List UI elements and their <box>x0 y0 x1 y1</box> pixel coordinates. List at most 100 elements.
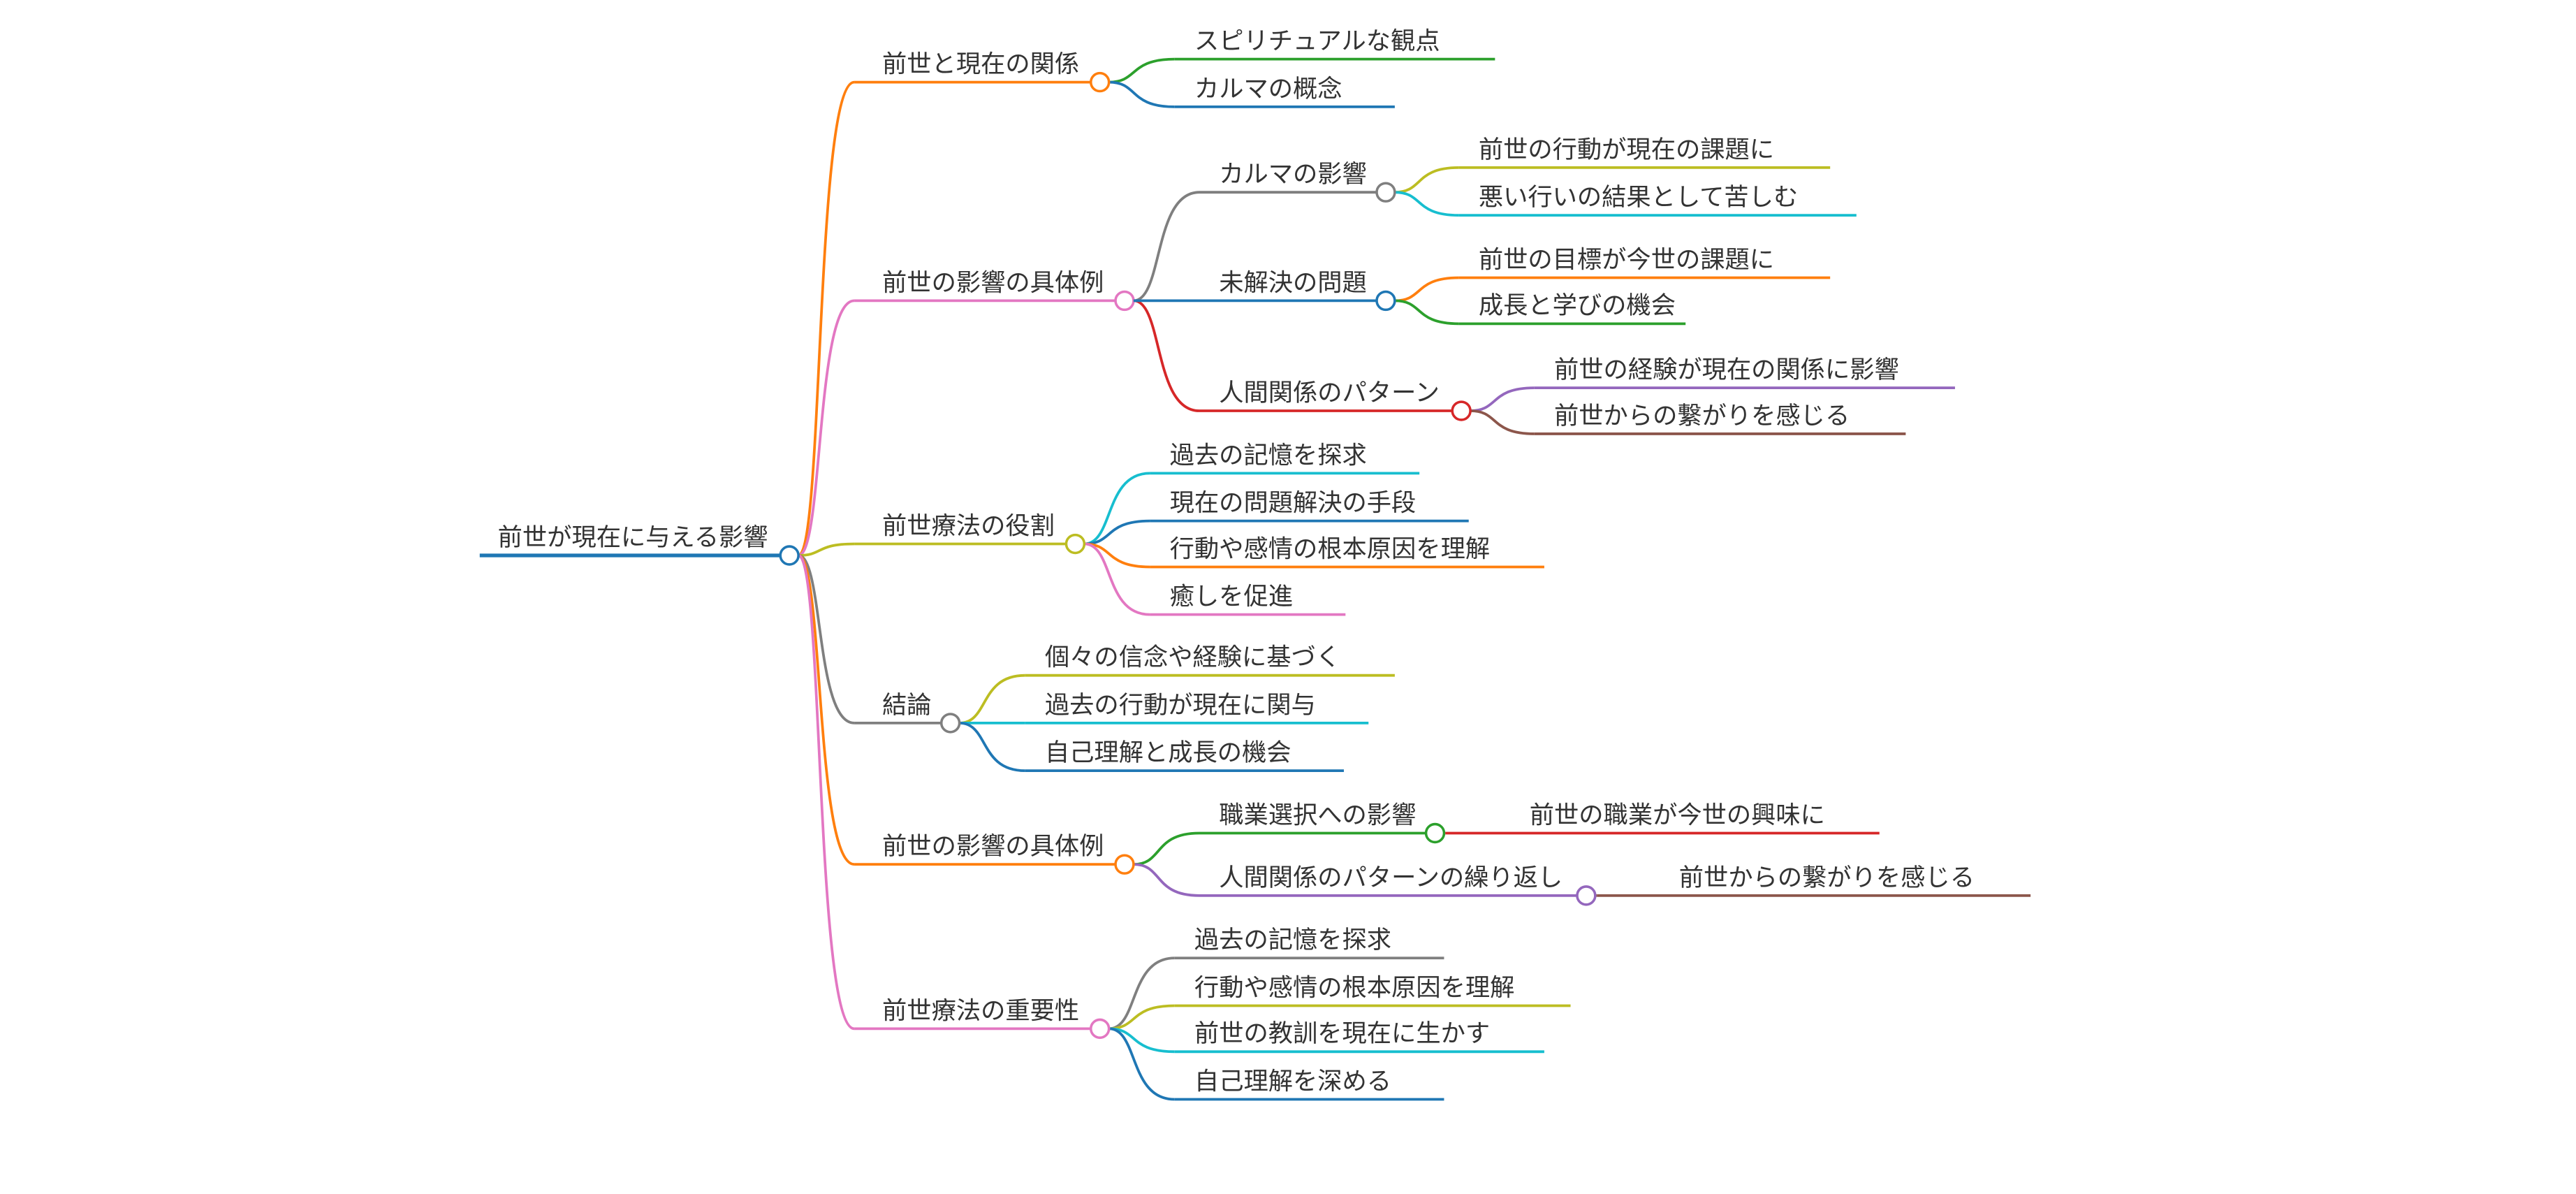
mindmap-node[interactable]: 人間関係のパターン <box>1199 379 1472 421</box>
mindmap-node[interactable]: 前世からの繋がりを感じる <box>1534 402 1906 435</box>
mindmap-node[interactable]: カルマの概念 <box>1174 75 1395 108</box>
connector-line <box>959 722 1025 772</box>
node-label: 前世療法の役割 <box>882 511 1055 540</box>
mindmap-node[interactable]: 前世の目標が今世の課題に <box>1458 245 1831 279</box>
node-label: 未解決の問題 <box>1219 268 1367 297</box>
node-label: 前世と現在の関係 <box>882 50 1079 78</box>
mindmap-node[interactable]: 結論 <box>854 691 961 734</box>
mindmap-node[interactable]: 前世の職業が今世の興味に <box>1445 801 1880 835</box>
node-label: 前世の行動が現在の課題に <box>1479 136 1774 164</box>
collapse-toggle-icon[interactable] <box>1089 71 1111 93</box>
node-label: 職業選択への影響 <box>1219 801 1416 829</box>
node-label: 自己理解を深める <box>1194 1067 1391 1095</box>
collapse-toggle-icon[interactable] <box>1114 854 1135 875</box>
mindmap-node[interactable]: スピリチュアルな観点 <box>1174 27 1495 61</box>
collapse-toggle-icon[interactable] <box>1451 400 1472 421</box>
collapse-toggle-icon[interactable] <box>1576 885 1597 906</box>
node-label: 前世の影響の具体例 <box>882 832 1104 861</box>
connector-line <box>798 554 855 866</box>
node-label: 過去の記憶を探求 <box>1170 441 1367 469</box>
collapse-toggle-icon[interactable] <box>1089 1018 1111 1040</box>
mindmap-node[interactable]: 前世の経験が現在の関係に影響 <box>1534 356 1955 389</box>
mindmap-node[interactable]: 未解決の問題 <box>1133 268 1396 312</box>
collapse-toggle-icon[interactable] <box>1375 290 1396 312</box>
mindmap-node[interactable]: 自己理解と成長の機会 <box>1025 738 1344 772</box>
root-node[interactable]: 前世が現在に与える影響 <box>479 523 800 566</box>
node-label: 前世療法の重要性 <box>882 996 1079 1025</box>
node-label: 前世からの繋がりを感じる <box>1554 402 1850 430</box>
connector-line <box>1084 519 1150 546</box>
connector-line <box>1108 1027 1175 1054</box>
mindmap-node[interactable]: 行動や感情の根本原因を理解 <box>1150 534 1544 569</box>
connector-line <box>798 554 855 1031</box>
node-label: 過去の行動が現在に関与 <box>1045 691 1316 720</box>
mindmap-node[interactable]: 前世の行動が現在の課題に <box>1458 136 1831 169</box>
connector-line <box>798 554 855 725</box>
node-label: 前世からの繋がりを感じる <box>1679 864 1975 892</box>
connector-line <box>798 299 855 557</box>
node-label: 個々の信念や経験に基づく <box>1045 643 1340 672</box>
connector-line <box>1394 299 1459 326</box>
node-label: 前世の影響の具体例 <box>882 268 1104 297</box>
connector-layer <box>798 57 1597 1101</box>
node-layer: 前世が現在に与える影響 前世と現在の関係 スピリチュアルな観点カルマの概念前世の影響… <box>479 27 2031 1101</box>
node-label: 前世の教訓を現在に生かす <box>1194 1019 1490 1048</box>
node-label: 成長と学びの機会 <box>1479 291 1676 320</box>
connector-line <box>1394 276 1459 303</box>
node-label: 前世の目標が今世の課題に <box>1479 245 1774 274</box>
node-label: 前世の経験が現在の関係に影響 <box>1554 356 1899 384</box>
mindmap-node[interactable]: 自己理解を深める <box>1174 1067 1444 1101</box>
node-label: カルマの概念 <box>1194 75 1342 103</box>
collapse-toggle-icon[interactable] <box>1064 533 1086 555</box>
mindmap-node[interactable]: 人間関係のパターンの繰り返し <box>1199 864 1597 906</box>
mindmap-node[interactable]: 過去の記憶を探求 <box>1174 926 1444 960</box>
collapse-toggle-icon[interactable] <box>1424 822 1446 844</box>
mindmap-node[interactable]: 個々の信念や経験に基づく <box>1025 643 1395 677</box>
collapse-toggle-icon[interactable] <box>1114 290 1135 312</box>
collapse-toggle-icon[interactable] <box>779 545 800 566</box>
connector-line <box>798 80 855 557</box>
mindmap-node[interactable]: 前世の影響の具体例 <box>854 832 1135 875</box>
mindmap-node[interactable]: 前世の影響の具体例 <box>854 268 1135 312</box>
connector-line <box>798 542 855 557</box>
collapse-toggle-icon[interactable] <box>939 713 961 734</box>
node-label: 現在の問題解決の手段 <box>1170 488 1417 517</box>
node-label: 結論 <box>882 691 932 720</box>
connector-line <box>1133 299 1200 412</box>
connector-line <box>1133 831 1199 866</box>
node-label: 癒しを促進 <box>1170 583 1293 611</box>
mindmap-node[interactable]: 前世と現在の関係 <box>854 50 1111 93</box>
connector-line <box>1470 409 1535 435</box>
connector-line <box>1394 166 1459 194</box>
connector-line <box>1470 386 1535 412</box>
connector-line <box>1108 956 1175 1031</box>
mindmap-node[interactable]: 前世からの繋がりを感じる <box>1597 864 2031 897</box>
node-label: 悪い行いの結果として苦しむ <box>1479 183 1798 212</box>
collapse-toggle-icon[interactable] <box>1375 182 1396 203</box>
mindmap-node[interactable]: 前世の教訓を現在に生かす <box>1174 1019 1544 1054</box>
mindmap-node[interactable]: 前世療法の重要性 <box>854 996 1111 1040</box>
mindmap-node[interactable]: 成長と学びの機会 <box>1458 291 1686 326</box>
mindmap-node[interactable]: 前世療法の役割 <box>854 511 1086 555</box>
node-label: スピリチュアルな観点 <box>1194 27 1440 56</box>
connector-line <box>1084 472 1150 546</box>
mindmap-node[interactable]: カルマの影響 <box>1199 160 1396 203</box>
connector-line <box>1084 542 1150 616</box>
connector-line <box>1108 1004 1175 1031</box>
mindmap-node[interactable]: 悪い行いの結果として苦しむ <box>1458 183 1857 217</box>
connector-line <box>1108 57 1175 84</box>
connector-line <box>1133 191 1200 303</box>
mindmap-node[interactable]: 癒しを促進 <box>1150 583 1346 616</box>
mindmap-node[interactable]: 過去の記憶を探求 <box>1150 441 1420 475</box>
mindmap-node[interactable]: 職業選択への影響 <box>1199 801 1446 844</box>
connector-line <box>959 674 1025 725</box>
mindmap-node[interactable]: 行動や感情の根本原因を理解 <box>1174 973 1571 1007</box>
node-label: カルマの影響 <box>1219 160 1367 189</box>
connector-line <box>1108 1027 1175 1101</box>
node-label: 行動や感情の根本原因を理解 <box>1194 973 1514 1002</box>
connector-line <box>1133 863 1199 897</box>
mindmap-node[interactable]: 過去の行動が現在に関与 <box>1025 691 1369 725</box>
mindmap-node[interactable]: 現在の問題解決の手段 <box>1150 488 1469 523</box>
